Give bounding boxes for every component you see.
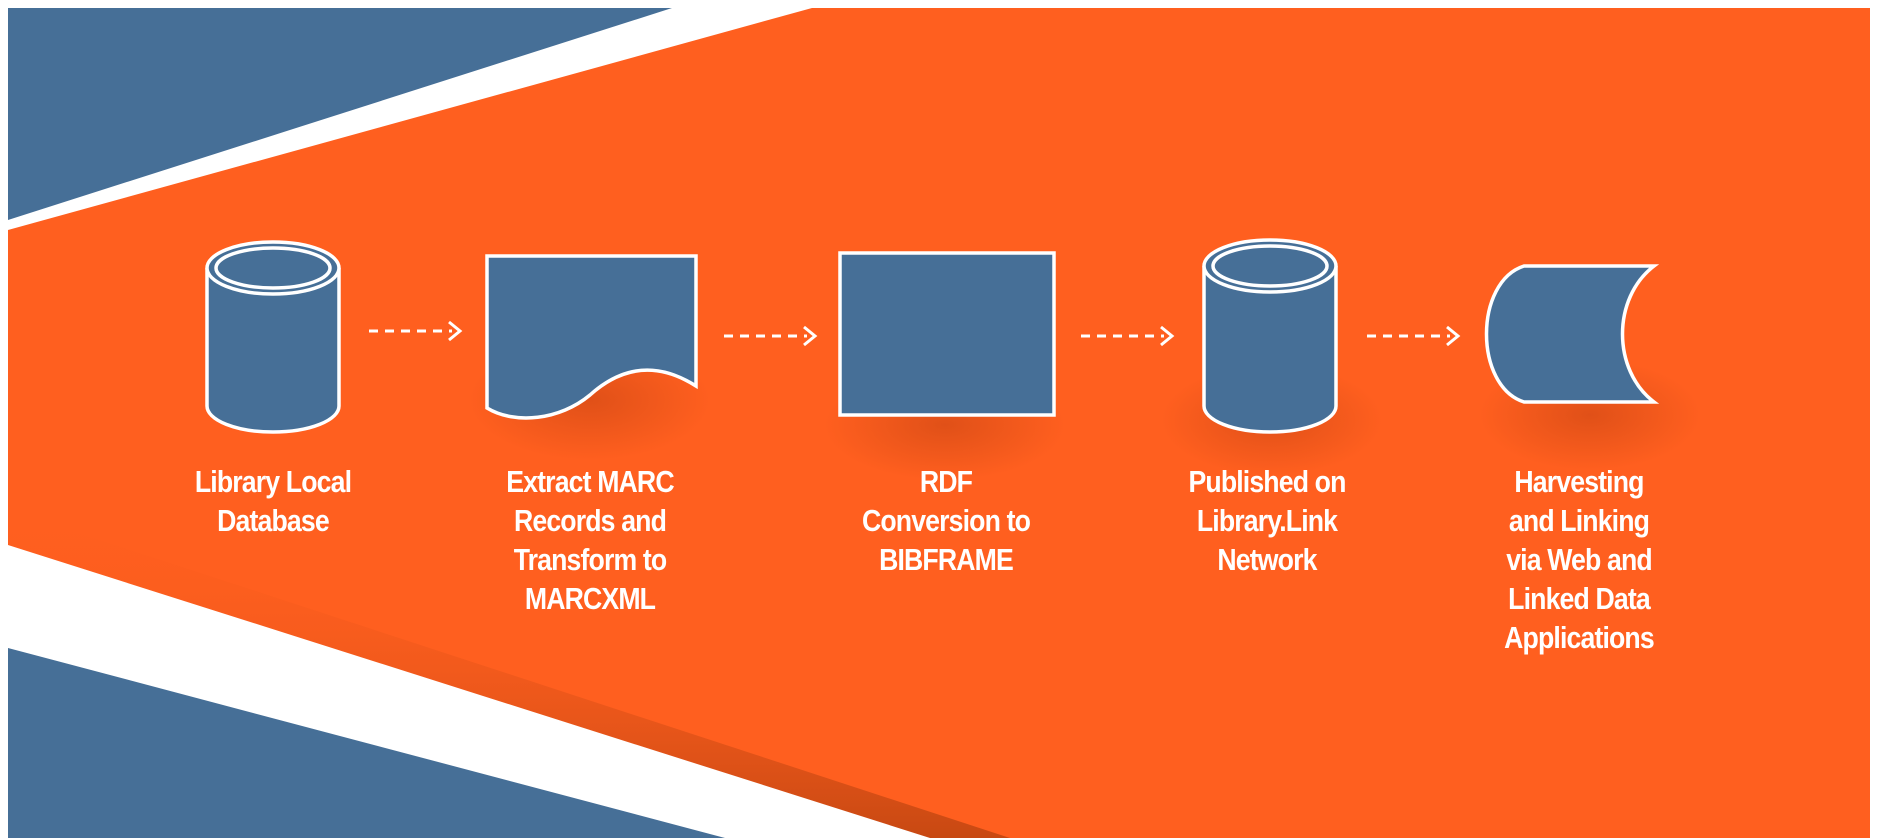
bottom-shadow [8, 510, 1010, 838]
dashed-arrow-icon [1367, 325, 1461, 347]
top-blue-wedge [8, 8, 672, 220]
stage-label-harvesting-linking: Harvesting and Linking via Web and Linke… [1504, 464, 1655, 655]
bottom-blue-wedge [8, 648, 725, 838]
stage-label-library-local-database: Library Local Database [194, 464, 352, 538]
stage-label-extract-marc: Extract MARC Records and Transform to MA… [506, 464, 674, 616]
document-icon [485, 254, 698, 420]
dashed-arrow-icon [369, 320, 463, 342]
dashed-arrow-icon [1081, 325, 1175, 347]
stage-label-rdf-conversion: RDF Conversion to BIBFRAME [861, 464, 1031, 577]
database-cylinder-icon [205, 240, 341, 434]
stored-data-icon [1484, 264, 1660, 404]
dashed-arrow-icon [724, 325, 818, 347]
process-rectangle-icon [838, 251, 1056, 417]
stage-label-published-library-link: Published on Library.Link Network [1188, 464, 1346, 577]
database-cylinder-icon [1202, 238, 1338, 434]
